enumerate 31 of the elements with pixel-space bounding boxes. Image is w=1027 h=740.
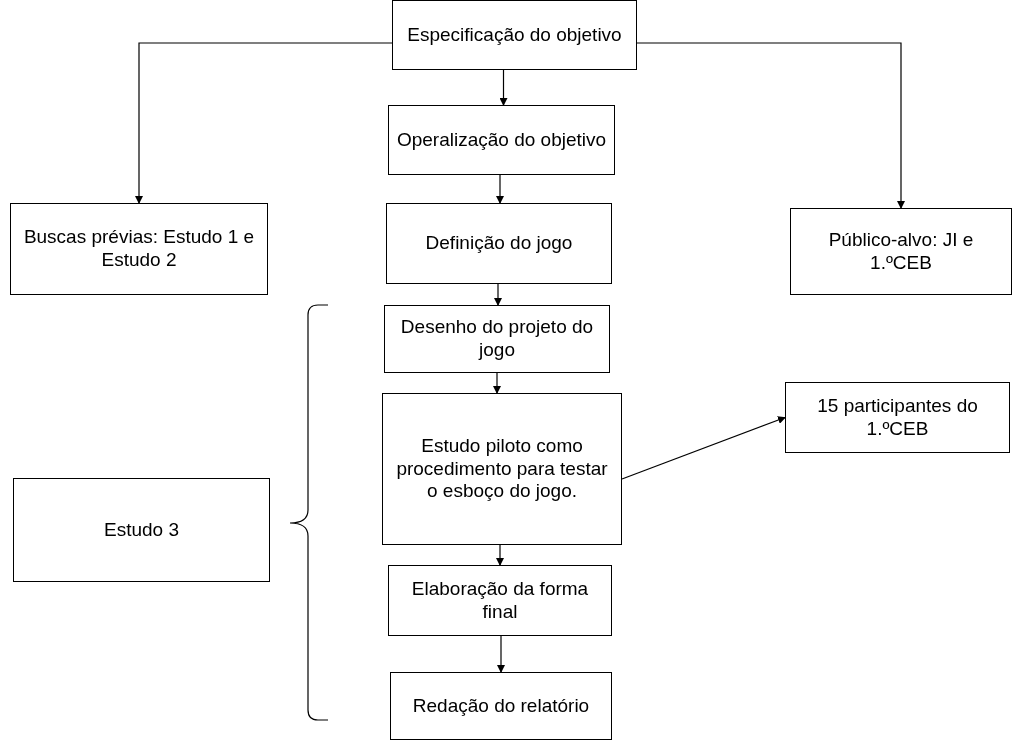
box-label: Redação do relatório <box>412 694 590 718</box>
process-box <box>382 393 622 545</box>
box-label: Estudo piloto como procedimento para testar o esboço do jogo. <box>395 434 609 504</box>
arrow <box>497 635 505 673</box>
process-box <box>388 105 615 175</box>
box-label: Elaboração da forma final <box>410 577 590 624</box>
box-label: Público-alvo: JI e 1.ºCEB <box>827 228 975 275</box>
process-box <box>386 203 612 284</box>
arrow <box>496 544 504 566</box>
box-label: Especificação do objetivo <box>407 23 622 47</box>
arrow <box>494 283 502 306</box>
arrow <box>135 42 393 204</box>
process-box <box>390 672 612 740</box>
process-box <box>13 478 270 582</box>
box-label: Definição do jogo <box>425 232 573 255</box>
process-box <box>392 0 637 70</box>
arrow <box>499 69 508 106</box>
process-box <box>790 208 1012 295</box>
arrow <box>493 372 501 394</box>
box-label: Buscas prévias: Estudo 1 e Estudo 2 <box>22 226 256 272</box>
box-label: 15 participantes do 1.ºCEB <box>816 394 979 441</box>
arrow <box>636 42 905 209</box>
process-box <box>388 565 612 636</box>
box-label: Desenho do projeto do jogo <box>399 316 595 362</box>
process-box <box>10 203 268 295</box>
process-box <box>785 382 1010 453</box>
process-box <box>384 305 610 373</box>
box-label: Estudo 3 <box>104 518 179 542</box>
arrow <box>621 416 786 480</box>
box-label: Operalização do objetivo <box>396 128 607 152</box>
arrow <box>496 174 504 204</box>
